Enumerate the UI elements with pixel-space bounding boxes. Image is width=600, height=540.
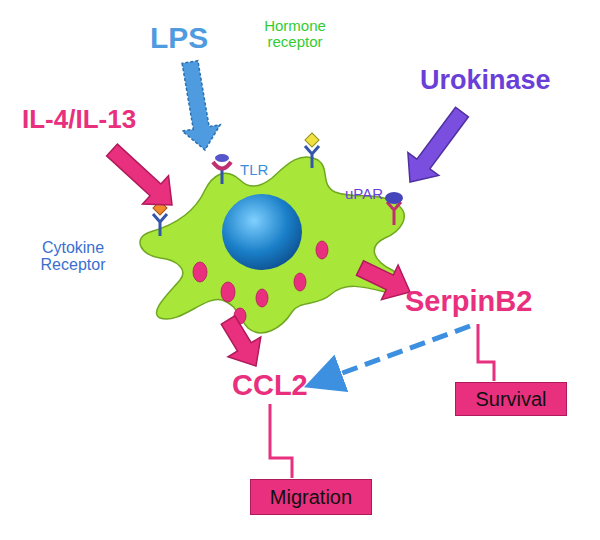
- signal-arrow: [107, 144, 172, 205]
- nucleus: [222, 194, 302, 270]
- stimulus-label: IL-4/IL-13: [22, 106, 136, 133]
- receptor-label: Cytokine Receptor: [8, 240, 121, 274]
- macrophage-cell: [140, 157, 404, 333]
- receptor-label: uPAR: [345, 186, 383, 202]
- receptor-label: TLR: [240, 162, 268, 178]
- outcome-box: Survival: [455, 382, 567, 416]
- leader-line: [478, 324, 494, 381]
- box-text: Migration: [270, 486, 352, 509]
- hormone-receptor: [305, 133, 319, 168]
- receptor-label: Hormone receptor: [255, 18, 335, 50]
- tlr-receptor: [213, 154, 231, 184]
- signal-arrow: [182, 61, 220, 150]
- dashed-arrow: [318, 326, 470, 382]
- stimulus-label: LPS: [150, 22, 208, 54]
- product-label: SerpinB2: [405, 286, 532, 316]
- granules: [193, 241, 328, 324]
- box-text: Survival: [475, 388, 546, 411]
- signal-arrow: [221, 316, 261, 366]
- stimulus-label: Urokinase: [420, 66, 551, 94]
- signal-arrow: [357, 261, 411, 300]
- upar-receptor: [385, 192, 403, 225]
- outcome-box: Migration: [250, 479, 372, 515]
- signal-arrow: [408, 107, 469, 182]
- leader-line: [270, 404, 292, 478]
- cytokine-receptor: [153, 201, 167, 236]
- product-label: CCL2: [232, 370, 308, 400]
